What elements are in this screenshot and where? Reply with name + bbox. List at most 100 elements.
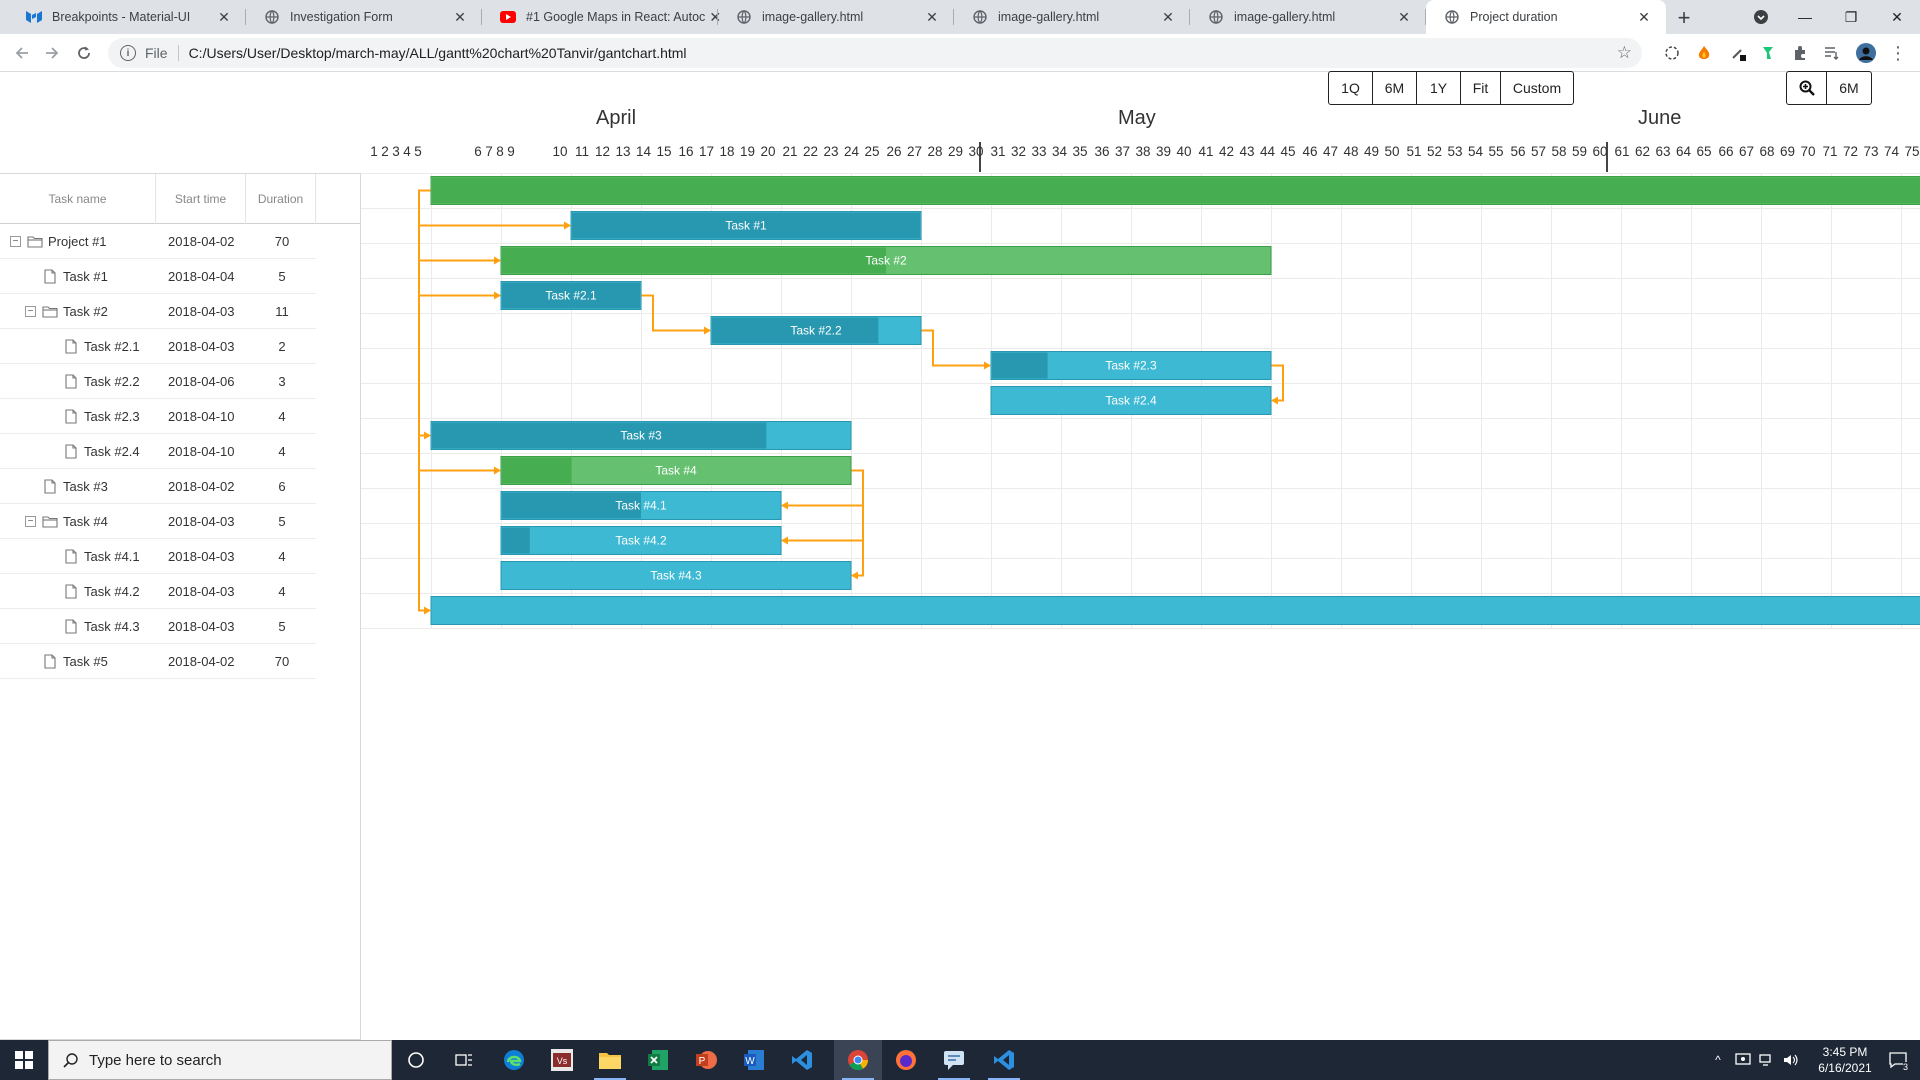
task-bar[interactable]: Task #2.1 <box>500 281 642 310</box>
info-icon[interactable]: i <box>120 45 136 61</box>
maximize-button[interactable]: ❐ <box>1844 8 1858 25</box>
task-bar[interactable]: Task #2.4 <box>990 386 1272 415</box>
task-view-button[interactable] <box>440 1040 488 1080</box>
back-button[interactable] <box>10 41 34 65</box>
chat-app[interactable] <box>930 1040 978 1080</box>
security-tray-icon[interactable] <box>1732 1040 1754 1080</box>
url-text[interactable]: C:/Users/User/Desktop/march-may/ALL/gant… <box>188 45 687 61</box>
visual-studio-app[interactable]: Vs <box>538 1040 586 1080</box>
minimize-button[interactable]: — <box>1798 9 1812 25</box>
forward-button[interactable] <box>40 41 64 65</box>
close-icon[interactable]: ✕ <box>926 8 938 25</box>
puzzle-icon[interactable] <box>1790 43 1810 63</box>
extension-icon[interactable] <box>1662 43 1682 63</box>
zoom-level-button[interactable]: 6M <box>1839 80 1859 96</box>
column-header-duration[interactable]: Duration <box>246 174 316 224</box>
task-bar[interactable] <box>430 176 1920 205</box>
tab-search-button[interactable] <box>1738 0 1784 34</box>
network-icon[interactable] <box>1756 1040 1778 1080</box>
zoom-1y-button[interactable]: 1Y <box>1417 72 1461 104</box>
browser-tab-active[interactable]: Project duration ✕ <box>1426 0 1666 34</box>
dependency-link[interactable] <box>418 189 431 440</box>
dependency-link[interactable] <box>851 469 864 580</box>
avatar[interactable] <box>1856 43 1876 63</box>
zoom-fit-button[interactable]: Fit <box>1461 72 1501 104</box>
zoom-custom-button[interactable]: Custom <box>1512 80 1562 96</box>
file-explorer-app[interactable] <box>586 1040 634 1080</box>
task-bar[interactable] <box>430 596 1920 625</box>
taskbar-search[interactable]: Type here to search <box>48 1040 392 1080</box>
browser-tab[interactable]: Breakpoints - Material-UI ✕ <box>8 0 246 34</box>
task-bar[interactable]: Task #2.2 <box>710 316 922 345</box>
excel-app[interactable] <box>634 1040 682 1080</box>
dependency-link[interactable] <box>921 329 991 370</box>
zoom-in-button[interactable] <box>1787 72 1827 104</box>
browser-tab[interactable]: Investigation Form ✕ <box>246 0 482 34</box>
close-icon[interactable]: ✕ <box>709 8 722 25</box>
close-icon[interactable]: ✕ <box>218 8 230 25</box>
column-header-start-time[interactable]: Start time <box>156 174 246 224</box>
collapse-toggle-icon[interactable]: − <box>25 306 36 317</box>
task-bar[interactable]: Task #3 <box>430 421 852 450</box>
browser-tab[interactable]: image-gallery.html ✕ <box>954 0 1190 34</box>
word-app[interactable]: W <box>730 1040 778 1080</box>
collapse-toggle-icon[interactable]: − <box>10 236 21 247</box>
volume-icon[interactable] <box>1780 1040 1802 1080</box>
task-bar[interactable]: Task #4.1 <box>500 491 782 520</box>
new-tab-button[interactable]: + <box>1677 5 1691 30</box>
task-bar[interactable]: Task #2 <box>500 246 1272 275</box>
cortana-button[interactable] <box>392 1040 440 1080</box>
notification-button[interactable]: 3 <box>1882 1040 1914 1080</box>
browser-tab[interactable]: image-gallery.html ✕ <box>718 0 954 34</box>
chrome-app[interactable] <box>834 1040 882 1080</box>
close-window-button[interactable]: ✕ <box>1891 8 1903 25</box>
dependency-link[interactable] <box>1271 364 1284 405</box>
browser-tab[interactable]: image-gallery.html ✕ <box>1190 0 1426 34</box>
column-header-task-name[interactable]: Task name <box>0 174 156 224</box>
vscode-app-2[interactable] <box>980 1040 1028 1080</box>
task-bar[interactable]: Task #4 <box>500 456 852 485</box>
address-bar[interactable]: i File C:/Users/User/Desktop/march-may/A… <box>108 38 1642 68</box>
task-bar[interactable]: Task #1 <box>570 211 922 240</box>
close-icon[interactable]: ✕ <box>454 8 466 25</box>
zoom-1q-button[interactable]: 1Q <box>1329 72 1373 104</box>
close-icon[interactable]: ✕ <box>1162 8 1174 25</box>
task-bar[interactable]: Task #4.2 <box>500 526 782 555</box>
dependency-link[interactable] <box>641 294 711 335</box>
bookmark-star-icon[interactable]: ☆ <box>1616 43 1632 62</box>
reload-button[interactable] <box>72 41 96 65</box>
edge-app[interactable] <box>490 1040 538 1080</box>
vscode-app[interactable] <box>778 1040 826 1080</box>
kebab-menu-icon[interactable]: ⋮ <box>1889 42 1907 63</box>
task-bar[interactable]: Task #4.3 <box>500 561 852 590</box>
clock[interactable]: 3:45 PM 6/16/2021 <box>1810 1040 1880 1080</box>
close-icon[interactable]: ✕ <box>1398 8 1410 25</box>
dependency-link[interactable] <box>418 189 431 615</box>
eyedropper-extension-icon[interactable] <box>1728 43 1748 63</box>
start-button[interactable] <box>0 1040 48 1080</box>
reading-list-icon[interactable] <box>1822 43 1842 63</box>
task-bar[interactable]: Task #2.3 <box>990 351 1272 380</box>
close-icon[interactable]: ✕ <box>1638 8 1650 25</box>
dev-extension-icon[interactable] <box>1758 43 1778 63</box>
firefox-app[interactable] <box>882 1040 930 1080</box>
fire-extension-icon[interactable] <box>1694 43 1714 63</box>
tray-overflow-icon[interactable]: ^ <box>1715 1053 1721 1067</box>
collapse-toggle-icon[interactable]: − <box>25 516 36 527</box>
powerpoint-app[interactable]: P <box>682 1040 730 1080</box>
zoom-6m-button[interactable]: 6M <box>1373 72 1417 104</box>
browser-tab[interactable]: #1 Google Maps in React: Autoc ✕ <box>482 0 721 34</box>
